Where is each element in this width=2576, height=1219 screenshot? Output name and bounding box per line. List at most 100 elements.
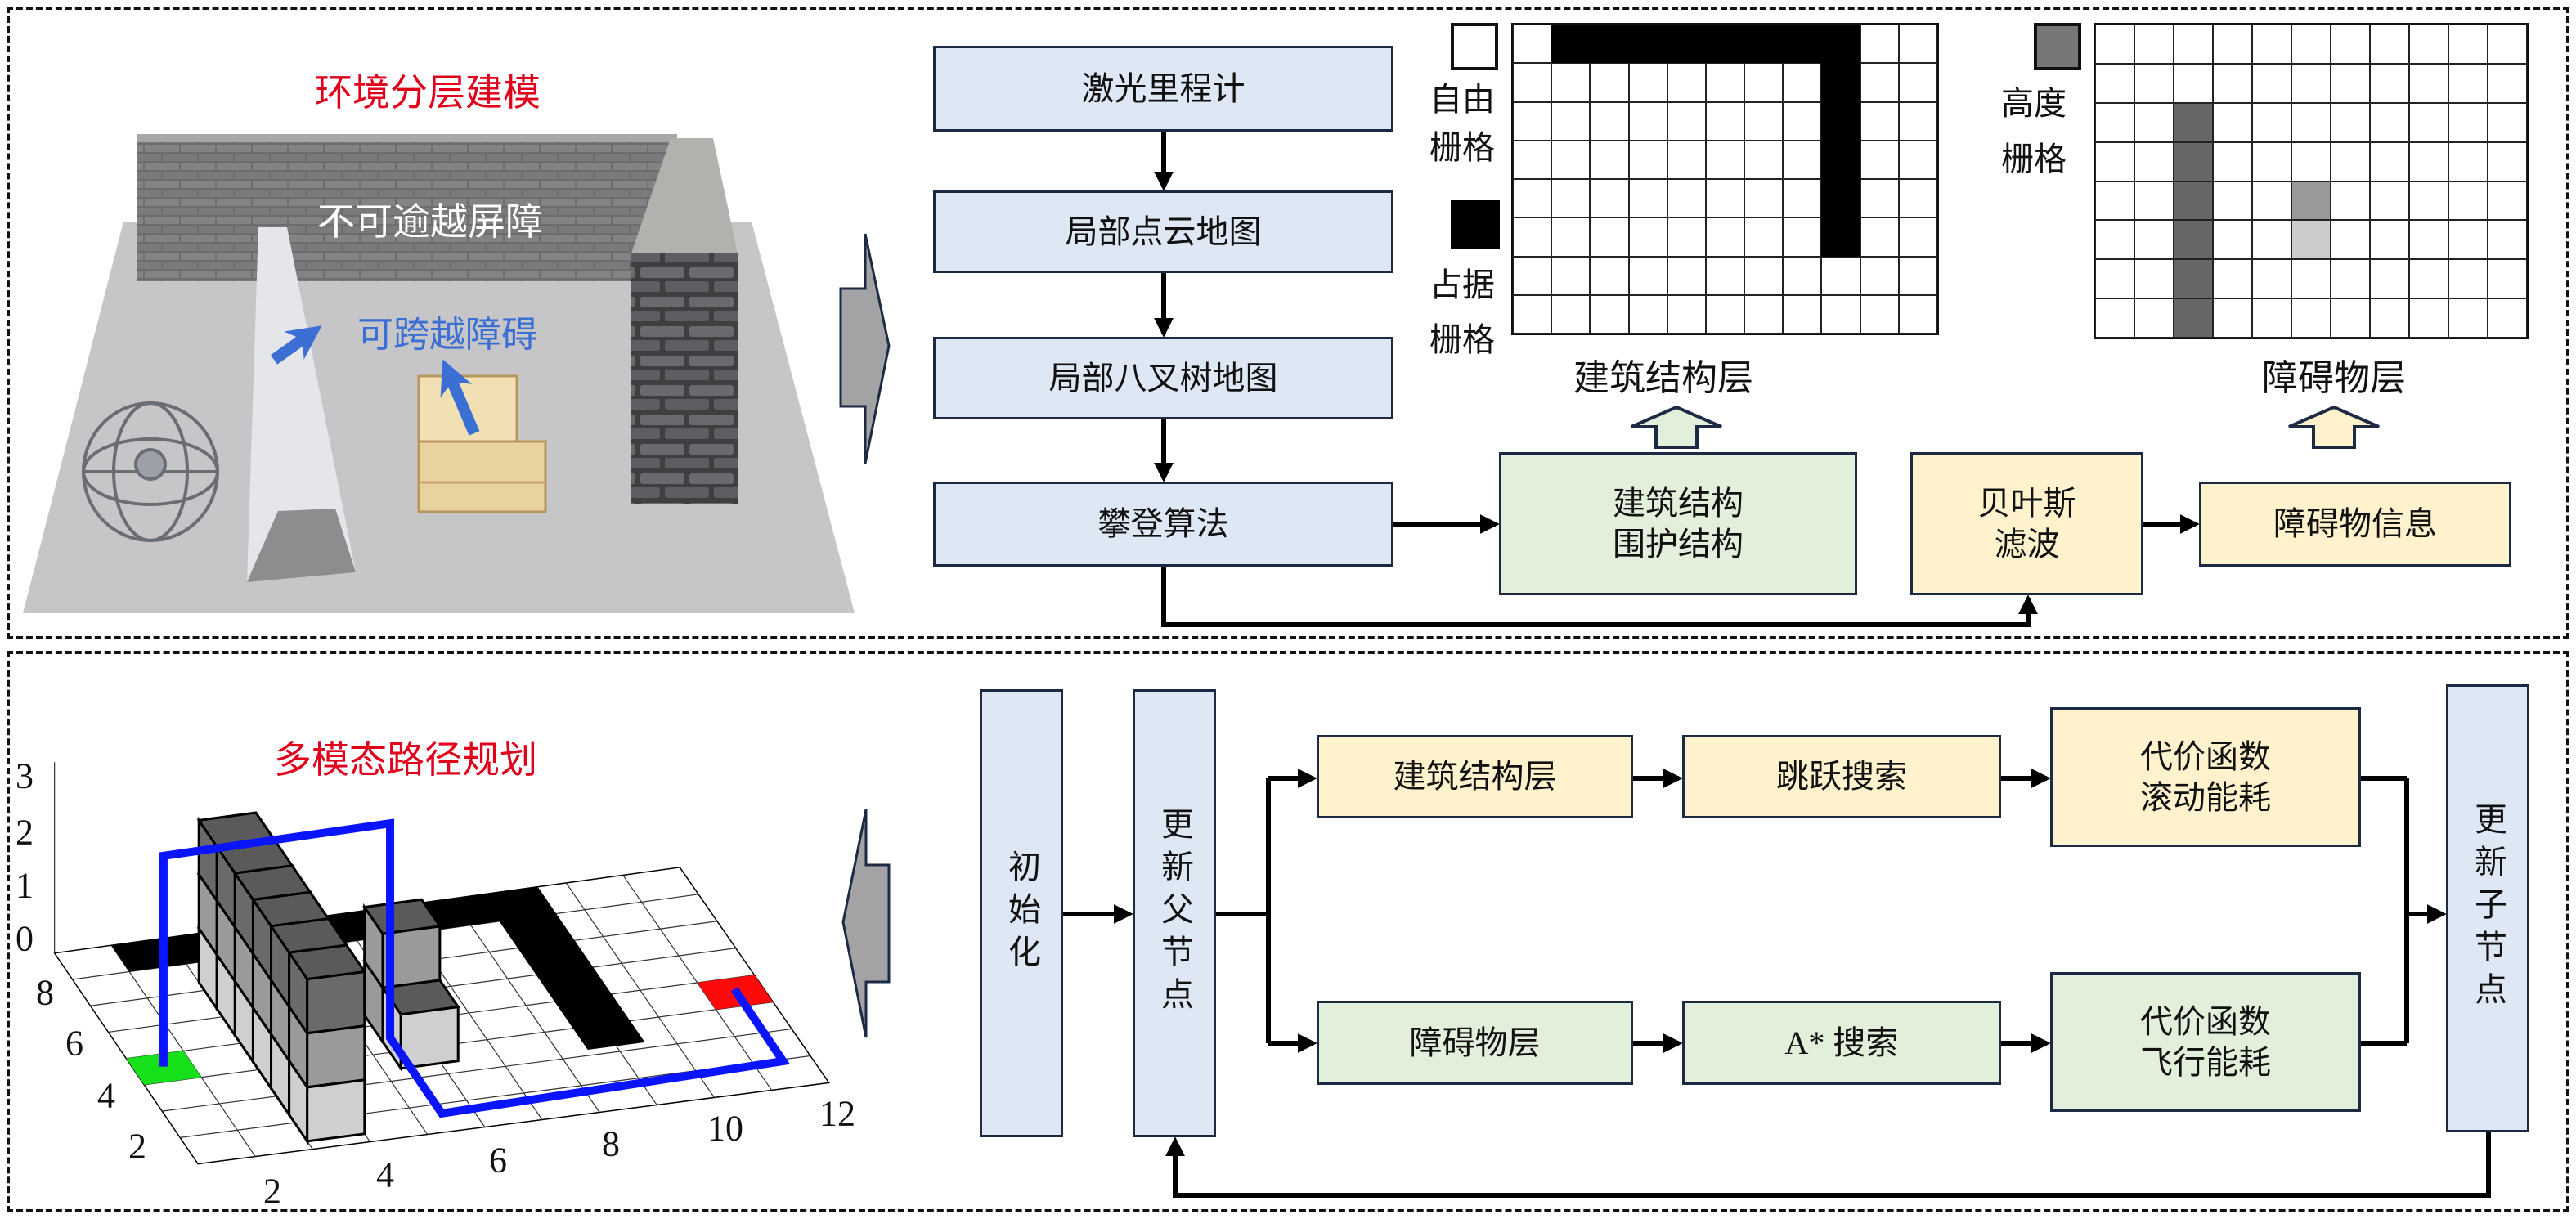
grid-cell bbox=[2134, 181, 2174, 221]
grid-cell bbox=[2252, 141, 2291, 182]
grid-cell bbox=[1590, 256, 1629, 295]
grid-cell bbox=[2174, 259, 2213, 299]
box-local-point-cloud: 局部点云地图 bbox=[933, 190, 1393, 273]
grid-cell bbox=[2252, 220, 2291, 260]
grid-cell bbox=[2213, 298, 2252, 338]
grid-cell bbox=[2488, 63, 2527, 103]
concrete-barrier-end bbox=[247, 509, 356, 582]
grid-cell bbox=[2448, 220, 2488, 260]
grid-cell bbox=[2252, 298, 2291, 338]
grid-cell bbox=[1821, 217, 1860, 257]
right-arrow-icon bbox=[839, 233, 891, 464]
grid-line bbox=[162, 1029, 792, 1112]
grid-cell bbox=[2134, 259, 2174, 299]
grid-cell bbox=[2252, 259, 2291, 299]
grid-cell bbox=[2174, 181, 2213, 221]
box-label: A* 搜索 bbox=[1784, 1024, 1899, 1061]
grid-cell bbox=[2252, 181, 2291, 221]
box-label: 更新父节点 bbox=[1156, 807, 1193, 1020]
grid-cell bbox=[2370, 181, 2409, 221]
grid-cell bbox=[1667, 256, 1706, 295]
grid-cell bbox=[2331, 141, 2370, 182]
grid-cell bbox=[1821, 101, 1860, 141]
grid-cell bbox=[2488, 298, 2527, 338]
grid-cell bbox=[1898, 101, 1937, 141]
grid-cell bbox=[2370, 220, 2409, 260]
grid-cell bbox=[2174, 220, 2213, 260]
cross-arrow-icon bbox=[270, 325, 322, 365]
grid-cell bbox=[1590, 25, 1629, 64]
pillar-top bbox=[631, 138, 738, 253]
top-panel-environment-modeling bbox=[7, 7, 2569, 639]
y-tick-label: 6 bbox=[65, 1023, 83, 1064]
grid-cell bbox=[2448, 181, 2488, 221]
grid-cell bbox=[1898, 179, 1937, 218]
grid-cell bbox=[1783, 140, 1822, 179]
x-tick-label: 6 bbox=[489, 1140, 507, 1181]
legend-occupied-label: 占据 bbox=[1429, 267, 1495, 303]
grid-cell bbox=[1705, 294, 1745, 334]
grid-cell bbox=[2331, 63, 2370, 103]
grid-cell bbox=[2291, 25, 2331, 64]
grid-cell bbox=[2095, 63, 2134, 103]
legend-free-swatch bbox=[1451, 23, 1498, 70]
grid-cell bbox=[1860, 294, 1899, 334]
grid-cell bbox=[2370, 25, 2409, 64]
grid-cell bbox=[2095, 220, 2134, 260]
grid-cell bbox=[1860, 217, 1899, 257]
grid-cell bbox=[1821, 63, 1860, 102]
grid-cell bbox=[1628, 256, 1667, 295]
grid-cell bbox=[2448, 259, 2488, 299]
concrete-barrier bbox=[247, 227, 356, 582]
grid-cell bbox=[2370, 141, 2409, 182]
grid-cell bbox=[1783, 179, 1822, 218]
grid-cell bbox=[2291, 298, 2331, 338]
grid-cell bbox=[1783, 217, 1822, 257]
grid-cell bbox=[1898, 140, 1937, 179]
grid-cell bbox=[2448, 102, 2488, 142]
grid-cell bbox=[2174, 63, 2213, 103]
grid-cell bbox=[2174, 298, 2213, 338]
grid-cell bbox=[2331, 25, 2370, 64]
box-climbing-algorithm: 攀登算法 bbox=[933, 482, 1393, 567]
grid-cell bbox=[2488, 25, 2527, 64]
grid-cell bbox=[1821, 294, 1860, 334]
grid-cell bbox=[2409, 141, 2448, 182]
y-tick-label: 2 bbox=[128, 1126, 146, 1167]
grid-cell bbox=[1898, 217, 1937, 257]
start-cell bbox=[126, 1051, 202, 1085]
grid-cell bbox=[2134, 63, 2174, 103]
grid-cell bbox=[1821, 25, 1860, 64]
left-arrow-icon bbox=[841, 809, 891, 1038]
grid-cell bbox=[1590, 140, 1629, 179]
grid-cell bbox=[2409, 259, 2448, 299]
grid-cell bbox=[1628, 217, 1667, 257]
grid-cell bbox=[2095, 181, 2134, 221]
grid-cell bbox=[1590, 63, 1629, 102]
grid-cell bbox=[2448, 298, 2488, 338]
grid-cell bbox=[1513, 140, 1552, 179]
grid-cell bbox=[1744, 294, 1784, 334]
x-tick-label: 10 bbox=[707, 1108, 743, 1149]
arrow-feedback-loop bbox=[1165, 1132, 2491, 1198]
box-building-structure: 建筑结构 围护结构 bbox=[1499, 452, 1857, 595]
building-layer-label: 建筑结构层 bbox=[1573, 358, 1753, 398]
legend-height-label: 栅格 bbox=[2001, 141, 2067, 177]
legend-occupied-label: 栅格 bbox=[1429, 321, 1495, 358]
grid-cell bbox=[2213, 102, 2252, 142]
grid-cell bbox=[1667, 179, 1706, 218]
hollow-up-arrow-icon bbox=[2288, 405, 2380, 449]
grid-cell bbox=[2409, 298, 2448, 338]
obstacle-layer-label: 障碍物层 bbox=[2262, 358, 2406, 398]
crossable-label: 可跨越障碍 bbox=[357, 315, 537, 355]
planned-path bbox=[164, 823, 783, 1114]
grid-cell bbox=[1667, 217, 1706, 257]
grid-cell bbox=[1860, 179, 1899, 218]
grid-cell bbox=[1590, 179, 1629, 218]
grid-cell bbox=[2448, 141, 2488, 182]
path-plot-3d bbox=[0, 654, 900, 1219]
grid-cell bbox=[2213, 25, 2252, 64]
x-tick-label: 12 bbox=[819, 1093, 855, 1134]
box-label: 跳跃搜索 bbox=[1776, 758, 1907, 795]
